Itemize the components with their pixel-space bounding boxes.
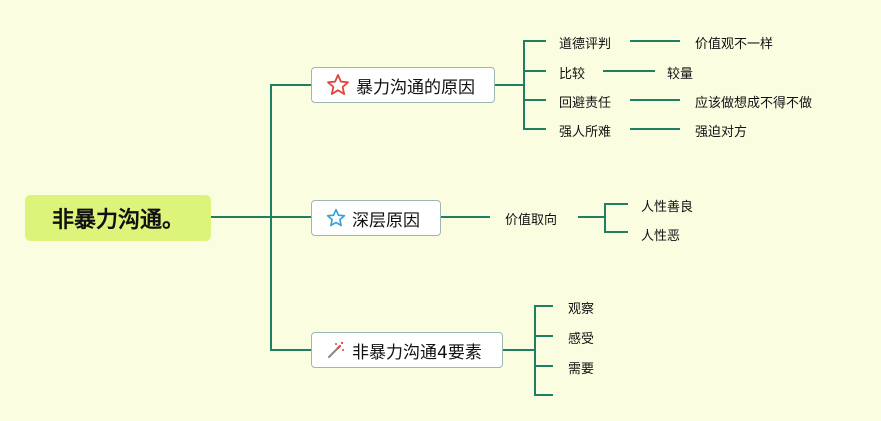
star-outline-blue-icon bbox=[326, 208, 346, 228]
branch-node-violence-causes[interactable]: 暴力沟通的原因 bbox=[311, 67, 495, 103]
subtopic-observation[interactable]: 观察 bbox=[568, 302, 595, 317]
root-topic-label: 非暴力沟通。 bbox=[51, 208, 184, 233]
branch-node-four-elements[interactable]: 非暴力沟通4要素 bbox=[311, 332, 503, 368]
subtopic-human-nature-evil[interactable]: 人性恶 bbox=[641, 229, 681, 244]
subtopic-detail[interactable]: 强迫对方 bbox=[695, 125, 748, 140]
branch-node-deep-causes[interactable]: 深层原因 bbox=[311, 200, 441, 236]
subtopic-need[interactable]: 需要 bbox=[568, 362, 595, 377]
subtopic-feeling[interactable]: 感受 bbox=[568, 332, 595, 347]
star-outline-red-icon bbox=[326, 73, 350, 97]
subtopic-detail[interactable]: 应该做想成不得不做 bbox=[695, 96, 813, 111]
branch-label: 非暴力沟通4要素 bbox=[352, 342, 482, 363]
branch-label: 深层原因 bbox=[352, 210, 420, 231]
subtopic-moral-judgment[interactable]: 道德评判 bbox=[559, 37, 612, 52]
subtopic-avoid-responsibility[interactable]: 回避责任 bbox=[559, 96, 612, 111]
subtopic-comparison[interactable]: 比较 bbox=[559, 67, 586, 82]
magic-wand-icon bbox=[326, 340, 346, 360]
root-topic[interactable]: 非暴力沟通。 bbox=[25, 195, 211, 241]
branch-label: 暴力沟通的原因 bbox=[356, 77, 475, 98]
subtopic-value-orientation[interactable]: 价值取向 bbox=[505, 213, 558, 228]
subtopic-detail[interactable]: 价值观不一样 bbox=[695, 37, 774, 52]
subtopic-force-others[interactable]: 强人所难 bbox=[559, 125, 612, 140]
subtopic-detail[interactable]: 较量 bbox=[667, 67, 694, 82]
subtopic-human-nature-good[interactable]: 人性善良 bbox=[641, 200, 694, 215]
